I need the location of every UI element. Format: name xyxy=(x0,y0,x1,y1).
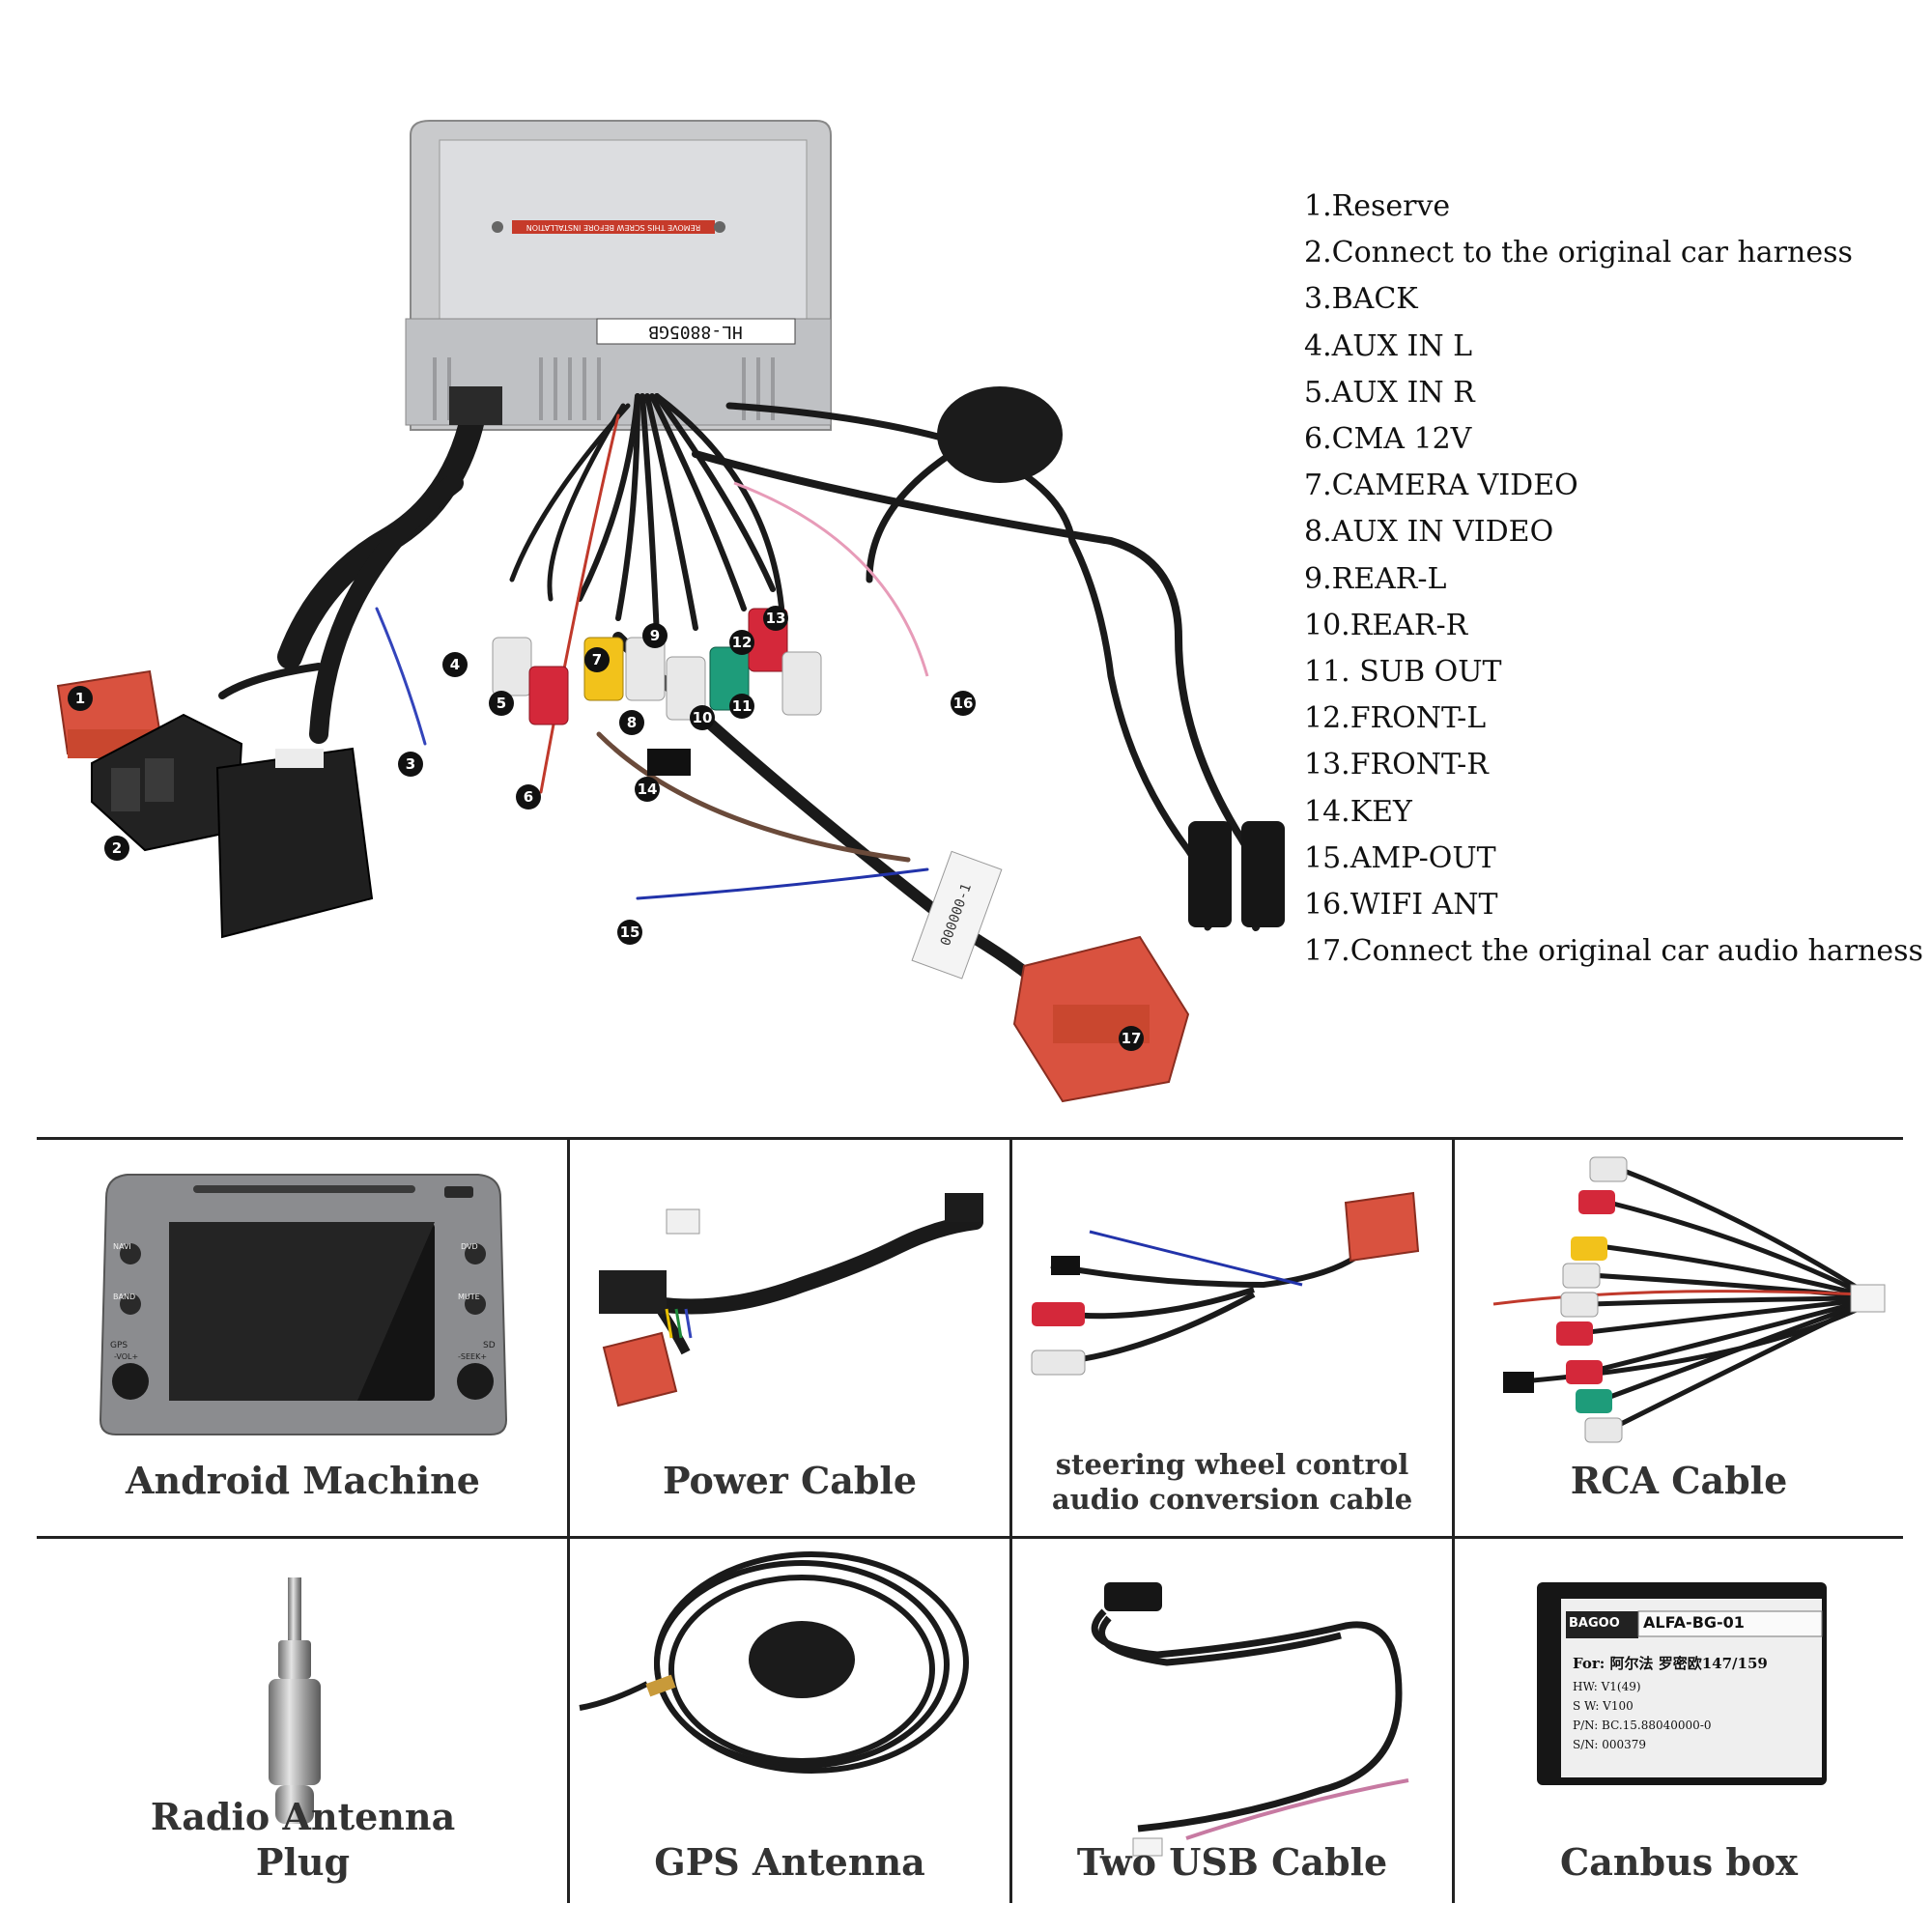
power-cable-image xyxy=(599,1193,983,1407)
btn-sd: SD xyxy=(483,1341,496,1350)
legend-item: 10.REAR-R xyxy=(1304,608,1468,642)
callout-6: 6 xyxy=(516,784,541,810)
usb-plug-b xyxy=(1241,821,1285,927)
wifi-ant-wire xyxy=(733,481,929,677)
wiring-diagram: 1 2 3 4 5 6 7 8 9 10 11 12 13 14 15 16 1… xyxy=(56,120,1923,1103)
canbus-sw: S W: V100 xyxy=(1573,1699,1634,1713)
canbus-model: ALFA-BG-01 xyxy=(1643,1613,1745,1632)
steering-cable-image xyxy=(1031,1191,1420,1376)
grid-divider xyxy=(1009,1137,1012,1903)
callout-7: 7 xyxy=(584,647,610,672)
grid-divider xyxy=(1452,1137,1455,1903)
canbus-hw: HW: V1(49) xyxy=(1573,1680,1641,1693)
warning-sticker: REMOVE THIS SCREW BEFORE INSTALLATION xyxy=(526,223,701,232)
usb-plug-a xyxy=(1188,821,1232,927)
label-power-cable: Power Cable xyxy=(662,1459,918,1502)
callout-17: 17 xyxy=(1119,1026,1144,1051)
callout-1: 1 xyxy=(68,686,93,711)
connector-car-harness xyxy=(91,713,243,852)
cell-usb-cable: Two USB Cable xyxy=(1012,1539,1452,1903)
callout-4: 4 xyxy=(442,652,468,677)
legend-item: 15.AMP-OUT xyxy=(1304,840,1496,875)
canbus-pn: P/N: BC.15.88040000-0 xyxy=(1573,1719,1712,1732)
cell-power-cable: Power Cable xyxy=(570,1140,1009,1536)
label-canbus-box: Canbus box xyxy=(1560,1840,1798,1884)
callout-2: 2 xyxy=(104,836,129,861)
legend-item: 17.Connect the original car audio harnes… xyxy=(1304,934,1923,969)
legend-item: 13.FRONT-R xyxy=(1304,748,1489,782)
cell-gps-antenna: GPS Antenna xyxy=(570,1539,1009,1903)
legend-item: 2.Connect to the original car harness xyxy=(1304,236,1853,270)
callout-16: 16 xyxy=(951,691,976,716)
label-radio-antenna-line2: Plug xyxy=(255,1840,351,1884)
canbus-box-image xyxy=(1537,1582,1827,1785)
gps-antenna-image xyxy=(579,1551,969,1774)
cell-canbus-box: BAGOO ALFA-BG-01 For: 阿尔法 罗密欧147/159 HW:… xyxy=(1455,1539,1903,1903)
key-connector xyxy=(647,749,691,776)
callout-11: 11 xyxy=(729,694,754,719)
btn-vol: -VOL+ xyxy=(114,1352,139,1361)
label-android-machine: Android Machine xyxy=(126,1459,480,1502)
callout-3: 3 xyxy=(398,752,423,777)
callout-15: 15 xyxy=(617,920,642,945)
btn-mute: MUTE xyxy=(458,1293,480,1301)
callout-8: 8 xyxy=(619,710,644,735)
callout-9: 9 xyxy=(642,623,668,648)
btn-dvd: DVD xyxy=(461,1242,478,1251)
power-harness xyxy=(218,403,486,744)
callout-10: 10 xyxy=(690,705,715,730)
callout-13: 13 xyxy=(763,606,788,631)
unit-model-label: HL-8805GB xyxy=(648,322,743,342)
android-machine-image xyxy=(99,1174,508,1435)
gps-antenna-puck xyxy=(937,386,1063,483)
radio-antenna-plug-image xyxy=(269,1577,321,1824)
btn-seek: -SEEK+ xyxy=(458,1352,488,1361)
legend-item: 1.Reserve xyxy=(1304,189,1451,223)
canbus-brand: BAGOO xyxy=(1569,1616,1620,1631)
legend-item: 14.KEY xyxy=(1304,794,1412,829)
callout-14: 14 xyxy=(635,777,660,802)
btn-gps: GPS xyxy=(110,1341,128,1350)
label-steering-line2: audio conversion cable xyxy=(1051,1483,1413,1516)
label-rca-cable: RCA Cable xyxy=(1570,1459,1788,1502)
grid-divider xyxy=(37,1137,1903,1140)
grid-divider xyxy=(37,1536,1903,1539)
legend-item: 16.WIFI ANT xyxy=(1304,888,1498,923)
harness-tag xyxy=(911,850,1003,980)
canbus-box-diagram xyxy=(215,747,374,939)
legend-item: 12.FRONT-L xyxy=(1304,701,1487,736)
cell-android-machine: NAVI BAND GPS DVD MUTE SD -VOL+ -SEEK+ A… xyxy=(39,1140,567,1536)
cell-steering-cable: steering wheel control audio conversion … xyxy=(1012,1140,1452,1536)
harness-plug xyxy=(449,386,502,425)
legend-item: 9.REAR-L xyxy=(1304,561,1447,596)
usb-cable-image xyxy=(1091,1582,1409,1857)
head-unit xyxy=(405,120,832,431)
rca-cable-image xyxy=(1492,1156,1886,1443)
connection-legend: 1.Reserve 2.Connect to the original car … xyxy=(1304,184,1923,975)
legend-item: 7.CAMERA VIDEO xyxy=(1304,469,1578,503)
legend-item: 6.CMA 12V xyxy=(1304,422,1472,457)
wiring-diagram-graphic xyxy=(56,120,1285,1103)
label-steering-line1: steering wheel control xyxy=(1055,1448,1409,1481)
label-gps-antenna: GPS Antenna xyxy=(654,1840,925,1884)
legend-item: 11. SUB OUT xyxy=(1304,655,1502,690)
btn-navi: NAVI xyxy=(113,1242,131,1251)
connector-audio-harness xyxy=(1012,935,1190,1103)
grid-divider xyxy=(567,1137,570,1903)
legend-item: 5.AUX IN R xyxy=(1304,375,1475,410)
legend-item: 3.BACK xyxy=(1304,282,1418,317)
legend-item: 8.AUX IN VIDEO xyxy=(1304,515,1554,550)
legend-item: 4.AUX IN L xyxy=(1304,328,1473,363)
callout-5: 5 xyxy=(489,691,514,716)
callout-12: 12 xyxy=(729,630,754,655)
canbus-for: For: 阿尔法 罗密欧147/159 xyxy=(1573,1655,1768,1672)
label-radio-antenna-line1: Radio Antenna xyxy=(150,1795,456,1838)
canbus-sn: S/N: 000379 xyxy=(1573,1738,1647,1751)
cell-rca-cable: RCA Cable xyxy=(1455,1140,1903,1536)
label-usb-cable: Two USB Cable xyxy=(1076,1840,1388,1884)
btn-band: BAND xyxy=(113,1293,136,1301)
cell-radio-antenna-plug: Radio Antenna Plug xyxy=(39,1539,567,1903)
